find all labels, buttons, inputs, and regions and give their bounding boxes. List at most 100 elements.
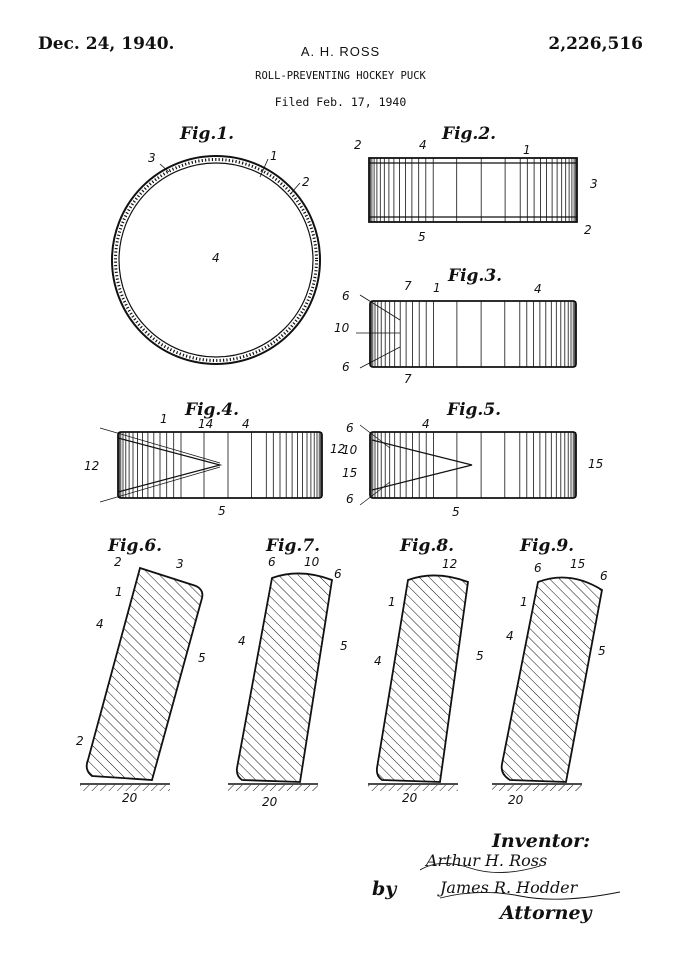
figure-4: Fig.4. 1 14 4 12 12 5 <box>84 400 345 518</box>
fig3-ref: 7 <box>404 372 412 386</box>
fig2-ref: 5 <box>418 230 426 244</box>
puck-section-tilted <box>500 576 603 783</box>
side-shading-lines <box>369 301 577 367</box>
fig7-ref: 6 <box>268 555 276 569</box>
inventor-name: A. H. ROSS <box>300 44 381 59</box>
figure-7: Fig.7. 6 10 6 4 5 20 <box>228 536 348 809</box>
fig8-ref: 20 <box>402 791 418 805</box>
fig3-ref: 6 <box>342 289 350 303</box>
fig9-ref: 1 <box>520 595 528 609</box>
fig8-ref: 4 <box>374 654 382 668</box>
fig8-label: Fig.8. <box>399 536 454 556</box>
fig3-ref: 7 <box>404 279 412 293</box>
fig5-ref: 5 <box>452 505 460 519</box>
puck-section-tilted <box>375 574 469 783</box>
inventor-label: Inventor: <box>492 830 591 852</box>
side-shading-lines <box>368 158 578 222</box>
attorney-signature: James R. Hodder <box>440 878 578 897</box>
fig4-label: Fig.4. <box>184 400 239 420</box>
fig6-ref: 5 <box>198 651 206 665</box>
fig2-ref: 4 <box>419 138 427 152</box>
fig5-ref: 6 <box>346 421 354 435</box>
fig9-ref: 5 <box>598 644 606 658</box>
fig1-ref: 3 <box>148 151 156 165</box>
fig8-ref: 5 <box>476 649 484 663</box>
fig7-ref: 20 <box>262 795 278 809</box>
puck-side-body <box>369 431 577 499</box>
inventor-signature: Arthur H. Ross <box>426 851 548 870</box>
fig9-label: Fig.9. <box>519 536 574 556</box>
signature-flourish <box>419 863 541 873</box>
fig9-ref: 15 <box>570 557 585 571</box>
fig8-ref: 1 <box>388 595 396 609</box>
fig4-ref: 4 <box>242 417 250 431</box>
fig6-ref: 4 <box>96 617 104 631</box>
figure-5: Fig.5. 6 4 10 15 15 6 5 <box>342 400 603 519</box>
figure-6: Fig.6. 2 3 1 4 5 2 20 <box>76 536 206 805</box>
fig4-ref: 12 <box>330 442 345 456</box>
side-shading-lines <box>117 432 323 498</box>
fig6-ref: 20 <box>122 791 138 805</box>
puck-side-body <box>369 300 577 368</box>
fig9-ref: 6 <box>600 569 608 583</box>
fig7-ref: 4 <box>238 634 246 648</box>
puck-top-inner <box>118 162 314 358</box>
fig5-ref: 15 <box>342 466 357 480</box>
fig7-label: Fig.7. <box>265 536 320 556</box>
figure-2: Fig.2. 2 4 1 3 2 5 <box>354 124 598 244</box>
fig4-ref: 14 <box>198 417 213 431</box>
fig1-ref: 1 <box>270 149 278 163</box>
puck-top-outer <box>111 155 321 365</box>
fig3-ref: 6 <box>342 360 350 374</box>
filed-date: Filed Feb. 17, 1940 <box>274 95 407 109</box>
fig2-ref: 2 <box>584 223 592 237</box>
by-label: by <box>372 878 397 900</box>
signature-flourish <box>439 891 621 900</box>
figure-3: Fig.3. 6 7 1 4 10 6 7 <box>334 266 577 386</box>
fig1-ref: 2 <box>302 175 310 189</box>
fig1-ref: 4 <box>212 251 220 265</box>
fig5-label: Fig.5. <box>446 400 501 420</box>
fig2-ref: 2 <box>354 138 362 152</box>
fig5-ref: 10 <box>342 443 358 457</box>
side-shading-lines <box>369 432 577 498</box>
fig7-ref: 10 <box>304 555 320 569</box>
figure-1: Fig.1. 3 1 2 4 <box>111 124 321 365</box>
fig7-ref: 6 <box>334 567 342 581</box>
fig7-ref: 5 <box>340 639 348 653</box>
fig8-ref: 12 <box>442 557 457 571</box>
fig6-ref: 2 <box>76 734 84 748</box>
fig2-ref: 3 <box>590 177 598 191</box>
fig4-ref: 5 <box>218 504 226 518</box>
fig3-ref: 10 <box>334 321 350 335</box>
patent-title: ROLL-PREVENTING HOCKEY PUCK <box>255 70 426 82</box>
fig5-ref: 15 <box>588 457 603 471</box>
fig2-label: Fig.2. <box>441 124 496 144</box>
puck-section-tilted <box>235 572 334 783</box>
puck-side-body <box>368 157 578 223</box>
fig9-ref: 6 <box>534 561 542 575</box>
puck-section-tilted <box>85 566 204 781</box>
bevel-wedge <box>371 439 473 491</box>
fig5-ref: 4 <box>422 417 430 431</box>
fig6-ref: 3 <box>176 557 184 571</box>
bevel-wedge <box>117 437 223 493</box>
fig3-ref: 4 <box>534 282 542 296</box>
fig5-ref: 6 <box>346 492 354 506</box>
fig4-ref: 1 <box>160 412 168 426</box>
ice-hatch <box>492 785 582 791</box>
puck-knurl-ring <box>114 158 318 362</box>
figure-9: Fig.9. 6 15 6 1 4 5 20 <box>492 536 608 807</box>
fig6-label: Fig.6. <box>107 536 162 556</box>
fig9-ref: 20 <box>508 793 524 807</box>
fig6-ref: 1 <box>115 585 123 599</box>
ice-hatch <box>228 785 318 791</box>
fig1-label: Fig.1. <box>179 124 234 144</box>
fig9-ref: 4 <box>506 629 514 643</box>
fig6-ref: 2 <box>114 555 122 569</box>
patent-number: 2,226,516 <box>548 34 643 54</box>
fig4-ref: 12 <box>84 459 99 473</box>
figure-8: Fig.8. 12 1 4 5 20 <box>368 536 484 805</box>
fig3-label: Fig.3. <box>447 266 502 286</box>
